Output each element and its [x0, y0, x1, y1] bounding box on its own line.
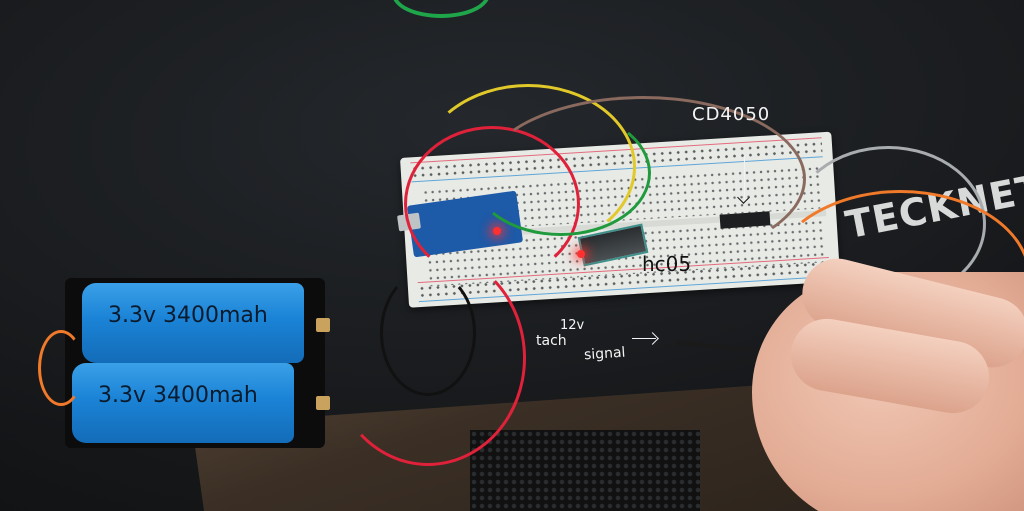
- annotation-12v: 12v: [560, 318, 585, 333]
- arrow-down-icon: [744, 156, 745, 200]
- vent-grille: [470, 430, 700, 511]
- orange-wire-battery: [38, 330, 84, 406]
- battery-terminal: [316, 396, 330, 410]
- battery-cell-bottom: 3.3v 3400mah: [72, 363, 294, 443]
- brown-wire: [480, 96, 806, 262]
- annotation-tach: tach: [536, 333, 567, 349]
- annotation-cd4050: CD4050: [692, 104, 771, 125]
- annotation-signal: signal: [583, 344, 626, 364]
- battery-cell-top: 3.3v 3400mah: [82, 283, 304, 363]
- arrow-right-icon: [632, 338, 656, 339]
- battery-label: 3.3v 3400mah: [98, 383, 258, 408]
- orange-wire-signal: [770, 190, 1024, 366]
- battery-label: 3.3v 3400mah: [108, 303, 268, 328]
- battery-terminal: [316, 318, 330, 332]
- annotation-hc05: hc05: [642, 252, 692, 276]
- red-wire-battery: [330, 250, 526, 466]
